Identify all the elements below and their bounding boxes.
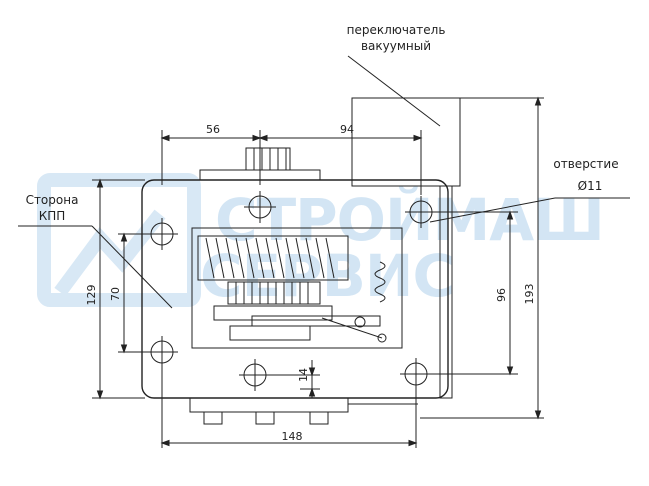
fork-pivot: [354, 316, 366, 328]
arrow-70-top: [120, 232, 128, 242]
dim-129: 129: [85, 285, 98, 306]
small-gear: [227, 281, 321, 305]
large-gear-teeth: [205, 237, 335, 279]
hole-label-line2: Ø11: [578, 179, 603, 193]
side-label-line2: КПП: [39, 209, 66, 223]
housing-flange-right: [439, 185, 453, 399]
dim-70: 70: [109, 287, 122, 301]
gear-window: [191, 227, 403, 349]
dim-56: 56: [206, 123, 220, 136]
watermark: СТРОЙМАШ СЕРВИС: [37, 173, 605, 310]
shaft-collar: [213, 305, 333, 321]
switch-label-line2: вакуумный: [361, 39, 431, 53]
bottom-base: [189, 397, 349, 413]
shift-fork-rail: [251, 315, 381, 327]
side-label-line1: Сторона: [26, 193, 79, 207]
arrow-148-right: [408, 439, 418, 447]
arrow-193-top: [534, 96, 542, 106]
arrow-94-left: [258, 134, 268, 142]
arrow-129-bottom: [96, 390, 104, 400]
dim-193: 193: [523, 284, 536, 305]
hole-leader-diagonal: [429, 197, 556, 223]
arrow-193-bottom: [534, 410, 542, 420]
bolt-hole-bottom-left: [146, 336, 178, 368]
watermark-logo-mark: [54, 209, 166, 297]
side-leader-diagonal: [91, 225, 173, 309]
watermark-line2: СЕРВИС: [200, 242, 454, 310]
fork-pin: [377, 333, 387, 343]
arrow-56-right: [252, 134, 262, 142]
vacuum-switch-body: [351, 97, 461, 187]
watermark-line1: СТРОЙМАШ: [215, 185, 604, 254]
arrow-96-top: [506, 210, 514, 220]
top-spline-shaft: [245, 147, 291, 171]
arrow-148-left: [160, 439, 170, 447]
bolt-hole-top-left: [146, 218, 178, 250]
arrow-94-right: [413, 134, 423, 142]
dim-14: 14: [297, 368, 310, 382]
bottom-bolt-1: [203, 411, 223, 425]
detent-spring: [374, 261, 386, 303]
arrow-56-left: [160, 134, 170, 142]
arrow-14-top: [308, 367, 316, 377]
switch-label-line1: переключатель: [347, 23, 446, 37]
bottom-bolt-2: [255, 411, 275, 425]
lower-bearing: [229, 325, 311, 341]
dim-96: 96: [495, 288, 508, 302]
dim-148: 148: [282, 430, 303, 443]
arrow-129-top: [96, 178, 104, 188]
arrow-96-bottom: [506, 366, 514, 376]
bolt-hole-top-center: [244, 191, 276, 223]
bolt-hole-bottom-right: [400, 358, 432, 390]
bottom-bolt-3: [309, 411, 329, 425]
dim-94: 94: [340, 123, 354, 136]
arrow-70-bottom: [120, 344, 128, 354]
fork-link: [321, 317, 383, 339]
large-gear: [197, 235, 349, 281]
small-gear-teeth: [235, 282, 309, 304]
hole-label-line1: отверстие: [553, 157, 618, 171]
arrow-14-bottom: [308, 387, 316, 397]
switch-leader-line: [347, 55, 441, 127]
